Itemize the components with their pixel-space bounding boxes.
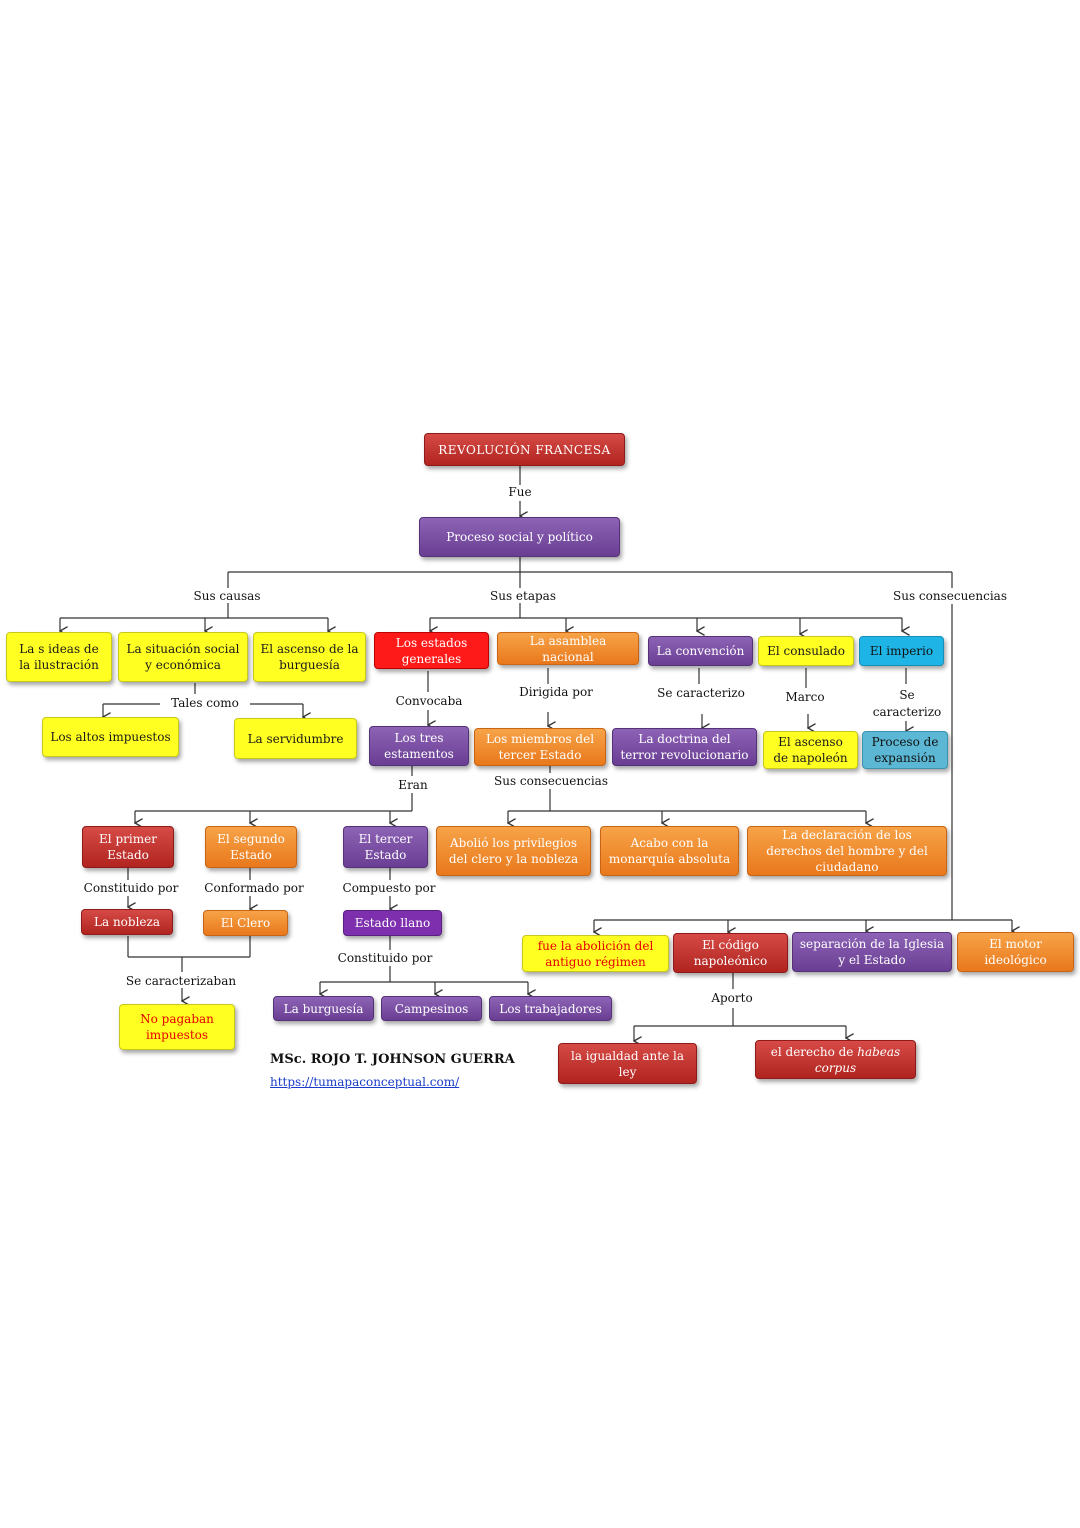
node-burguesia: La burguesía [273, 996, 374, 1021]
node-acabo-monarquia: Acabo con la monarquía absoluta [600, 826, 739, 876]
node-servidumbre: La servidumbre [234, 718, 357, 759]
node-estado-llano: Estado llano [343, 910, 442, 936]
node-separacion-iglesia: separación de la Iglesia y el Estado [792, 932, 952, 972]
node-segundo-estado: El segundo Estado [205, 826, 297, 868]
node-asamblea-nacional: La asamblea nacional [497, 632, 639, 665]
node-tercer-estado: El tercer Estado [343, 826, 428, 868]
label-se: Se [899, 688, 915, 702]
node-imperio: El imperio [859, 636, 944, 666]
author-credit: MSc. ROJO T. JOHNSON GUERRA [270, 1052, 515, 1067]
node-igualdad-ley: la igualdad ante la ley [558, 1043, 697, 1084]
node-abolicion-antiguo-regimen: fue la abolición del antiguo régimen [522, 935, 669, 972]
label-sus-etapas: Sus etapas [490, 589, 556, 603]
node-declaracion-derechos: La declaración de los derechos del hombr… [747, 826, 947, 876]
node-codigo-napoleonico: El código napoleónico [673, 933, 788, 973]
label-sus-consecuencias-miembros: Sus consecuencias [493, 774, 609, 788]
node-nobleza: La nobleza [81, 909, 173, 935]
node-proceso-expansion: Proceso de expansión [862, 731, 948, 769]
node-no-pagaban-impuestos: No pagaban impuestos [119, 1004, 235, 1050]
node-ascenso-napoleon: El ascenso de napoleón [763, 731, 858, 769]
node-tres-estamentos: Los tres estamentos [369, 726, 469, 766]
node-motor-ideologico: El motor ideológico [957, 932, 1074, 972]
node-ascenso-burguesia: El ascenso de la burguesía [253, 632, 366, 682]
label-eran: Eran [398, 778, 428, 792]
node-convencion: La convención [648, 636, 753, 666]
label-dirigida-por: Dirigida por [519, 685, 593, 699]
node-estados-generales: Los estados generales [374, 632, 489, 669]
label-se-caracterizo: Se caracterizo [657, 686, 745, 700]
label-caracterizo: caracterizo [872, 705, 942, 719]
node-abolio-privilegios: Abolió los privilegios del clero y la no… [436, 826, 591, 876]
node-proceso-social: Proceso social y político [419, 517, 620, 557]
node-revolucion-francesa: REVOLUCIÓN FRANCESA [424, 433, 625, 466]
node-situacion-social: La situación social y económica [118, 632, 248, 682]
label-conformado-por: Conformado por [204, 881, 304, 895]
node-primer-estado: El primer Estado [82, 826, 174, 868]
node-trabajadores: Los trabajadores [489, 996, 612, 1021]
label-sus-causas: Sus causas [193, 589, 261, 603]
label-convocaba: Convocaba [395, 694, 463, 708]
label-tales-como: Tales como [171, 696, 239, 710]
label-fue: Fue [508, 485, 532, 499]
label-sus-consecuencias: Sus consecuencias [892, 589, 1008, 603]
node-clero: El Clero [203, 910, 288, 936]
label-constituido-por-2: Constituido por [337, 951, 433, 965]
habeas-prefix: el derecho de [770, 1044, 858, 1059]
label-marco: Marco [785, 690, 825, 704]
node-miembros-tercer-estado: Los miembros del tercer Estado [474, 728, 606, 766]
node-ideas-ilustracion: La s ideas de la ilustración [6, 632, 112, 682]
label-aporto: Aporto [711, 991, 753, 1005]
node-habeas-corpus: el derecho de habeas corpus [755, 1040, 916, 1079]
label-constituido-por: Constituido por [83, 881, 179, 895]
habeas-italic: habeas corpus [814, 1044, 901, 1075]
node-doctrina-terror: La doctrina del terror revolucionario [612, 728, 757, 766]
label-se-caracterizaban: Se caracterizaban [125, 974, 237, 988]
node-consulado: El consulado [758, 636, 854, 666]
source-link[interactable]: https://tumapaconceptual.com/ [270, 1075, 460, 1089]
node-campesinos: Campesinos [381, 996, 482, 1021]
label-compuesto-por: Compuesto por [342, 881, 436, 895]
node-altos-impuestos: Los altos impuestos [42, 717, 179, 757]
